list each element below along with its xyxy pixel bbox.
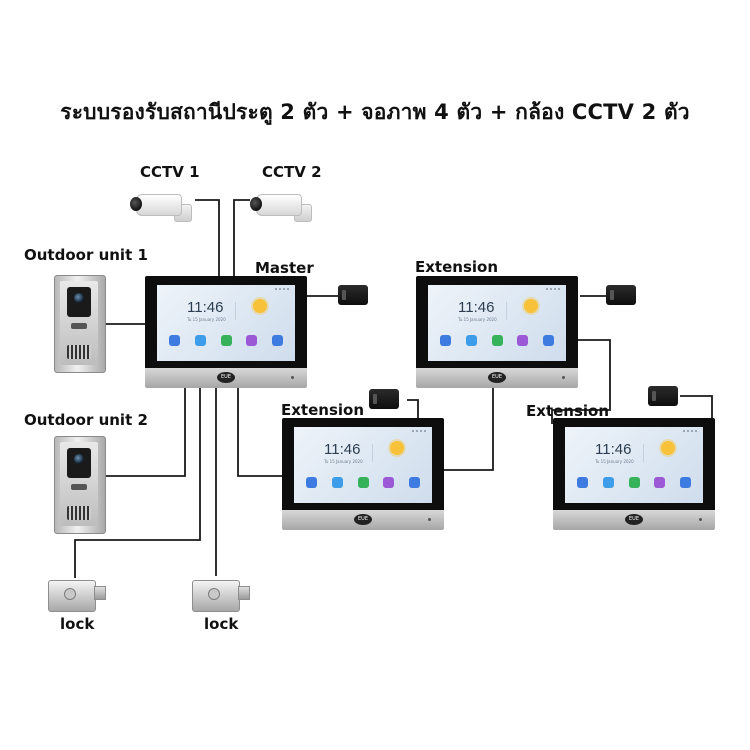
door-station-icon [54,436,106,534]
sun-icon [524,299,538,313]
extension-mid-monitor: 11:46 Tu 15 January 2020 EUE [282,418,444,530]
extension-right-label: Extension [526,402,609,420]
extension-mid-label: Extension [281,401,364,419]
wire-cctv2 [233,199,250,278]
wire-ext-top-ext-right [551,339,611,424]
monitor-clock: 11:46 [458,299,495,316]
master-monitor: 11:46 Tu 15 January 2020 EUE [145,276,307,388]
monitor-date: Tu 15 January 2020 [458,317,497,322]
wire-ext-right-adapter [680,395,713,424]
cctv-camera-icon [250,190,316,224]
power-adapter-icon [606,285,636,305]
cctv2-label: CCTV 2 [262,163,322,181]
wire-lock1 [74,388,201,578]
brand-logo: EUE [488,372,506,383]
monitor-date: Tu 15 January 2020 [595,459,634,464]
monitor-date: Tu 15 January 2020 [187,317,226,322]
electric-lock-icon [48,576,106,616]
monitor-screen: 11:46 Tu 15 January 2020 [565,427,703,503]
power-adapter-icon [338,285,368,305]
power-adapter-icon [369,389,399,409]
cctv-camera-icon [130,190,196,224]
extension-right-monitor: 11:46 Tu 15 January 2020 EUE [553,418,715,530]
extension-top-monitor: 11:46 Tu 15 January 2020 EUE [416,276,578,388]
monitor-clock: 11:46 [595,441,632,458]
brand-logo: EUE [625,514,643,525]
cctv1-label: CCTV 1 [140,163,200,181]
monitor-screen: 11:46 Tu 15 January 2020 [294,427,432,503]
monitor-clock: 11:46 [324,441,361,458]
wire-ext-mid-ext-top [444,388,494,471]
extension-top-label: Extension [415,258,498,276]
sun-icon [661,441,675,455]
outdoor2-label: Outdoor unit 2 [24,411,148,429]
door-station-icon [54,275,106,373]
electric-lock-icon [192,576,250,616]
monitor-clock: 11:46 [187,299,224,316]
brand-logo: EUE [354,514,372,525]
wire-ext-mid-adapter [407,399,419,424]
wire-cctv1 [195,199,220,278]
brand-logo: EUE [217,372,235,383]
outdoor1-label: Outdoor unit 1 [24,246,148,264]
sun-icon [253,299,267,313]
monitor-screen: 11:46 Tu 15 January 2020 [428,285,566,361]
monitor-date: Tu 15 January 2020 [324,459,363,464]
sun-icon [390,441,404,455]
lock2-label: lock [204,615,239,633]
lock1-label: lock [60,615,95,633]
wire-outdoor2 [104,388,186,477]
power-adapter-icon [648,386,678,406]
diagram-title: ระบบรองรับสถานีประตู 2 ตัว + จอภาพ 4 ตัว… [60,100,690,124]
master-label: Master [255,259,314,277]
monitor-screen: 11:46 Tu 15 January 2020 [157,285,295,361]
wire-master-ext-mid [237,388,282,477]
